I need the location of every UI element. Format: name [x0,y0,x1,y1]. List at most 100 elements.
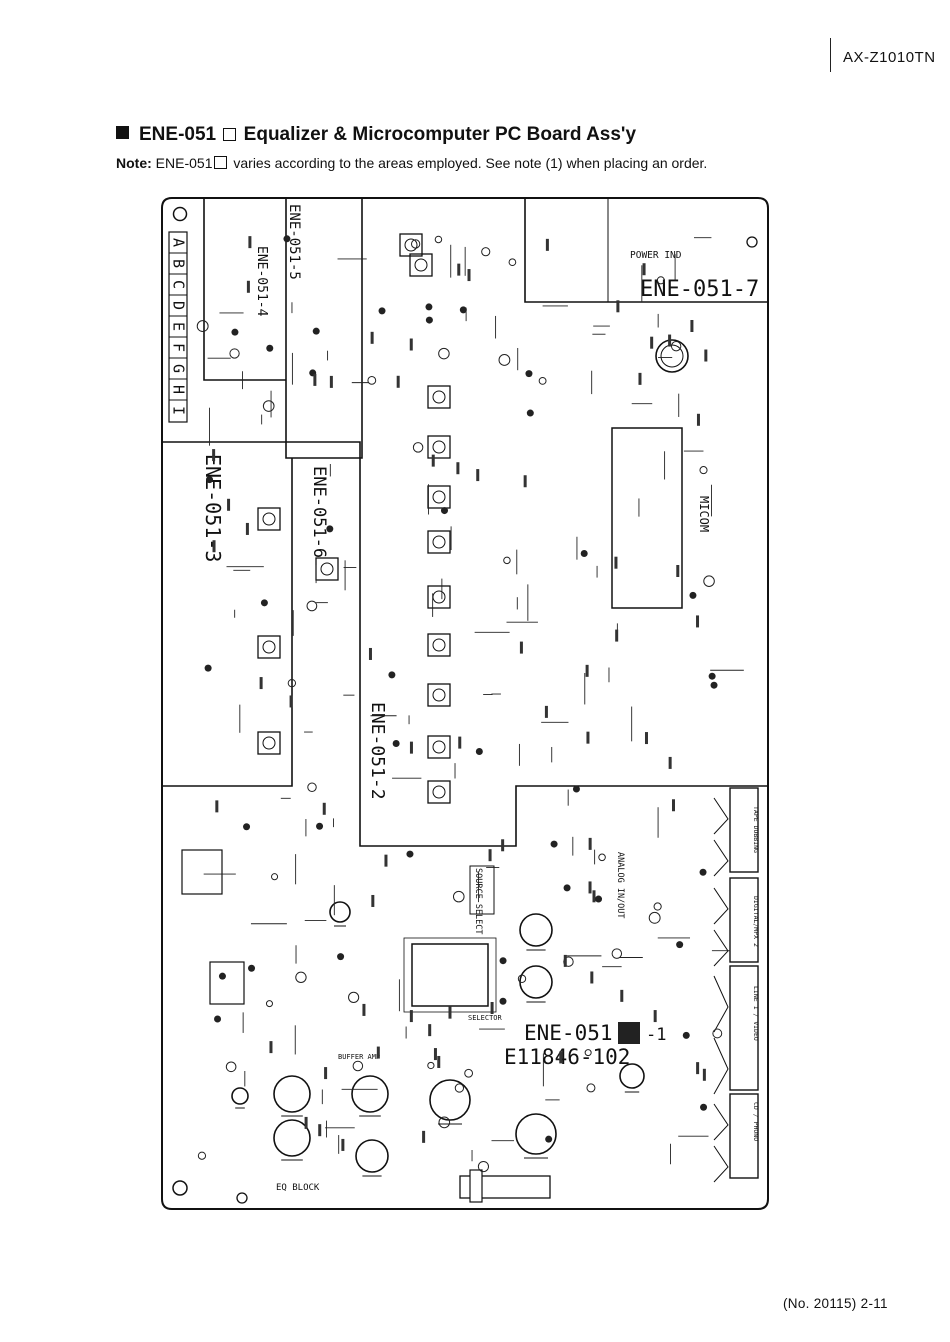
mounting-hole-icon [172,1180,188,1196]
resistor [245,522,249,535]
solder-pad [266,344,274,352]
resistor [545,238,549,251]
variant-box-icon [223,128,237,141]
resistor [644,732,648,745]
selector-ic [411,943,489,1007]
mounting-hole-icon [236,1192,248,1204]
resistor [642,263,646,276]
resistor [488,849,492,862]
solder-pad [580,550,588,558]
solder-pad [545,1135,553,1143]
sub-board-ene-051-3-outline [162,458,293,787]
tact-switch [427,633,451,657]
buffer-amp-label: BUFFER AMP [338,1053,380,1061]
resistor [704,349,708,362]
resistor [690,319,694,332]
section-title: ENE-051 Equalizer & Microcomputer PC Boa… [116,124,636,146]
resistor [696,615,700,628]
resistor [586,731,590,744]
note-variant-box-icon [214,156,228,169]
note-label: Note: [116,155,152,171]
solder-pad [708,672,716,680]
board-label-ene-051-6: ENE-051-6 [309,466,329,558]
small-component [670,341,682,352]
resistor [668,334,672,347]
electrolytic-capacitor [515,1113,557,1155]
solder-pad [260,599,268,607]
solder-pad [710,681,718,689]
resistor [616,300,620,313]
solder-pad [248,964,256,972]
bullet-square-icon [116,126,129,139]
resistor [370,331,374,344]
resistor [458,736,462,749]
resistor [431,454,435,467]
small-component [477,1160,490,1173]
resistor [313,373,317,386]
small-component [412,442,424,453]
analog-inout-label: ANALOG IN/OUT [615,852,625,919]
electrolytic-capacitor [351,1075,389,1113]
electrolytic-capacitor [619,1063,645,1089]
small-component [265,1000,273,1008]
tape-dubbing-label: TAPE DUBBING [752,806,760,853]
solder-pad [214,1015,222,1023]
resistor [212,449,216,462]
resistor [259,677,263,690]
small-component [348,991,360,1003]
resistor [362,1003,366,1016]
small-component [229,348,240,359]
tact-switch [399,233,423,257]
grid-letter: F [170,343,188,352]
resistor [409,338,413,351]
small-component [598,853,606,862]
resistor [409,1010,413,1023]
small-component [538,376,547,385]
small-component [295,971,307,984]
board-label-ene-051-4: ENE-051-4 [254,246,269,317]
solder-pad [563,884,571,892]
resistor [368,647,372,660]
resistor [590,971,594,984]
resistor [668,756,672,769]
solder-pad [425,316,433,324]
small-component [656,276,665,285]
title-board-code: ENE-051 [139,124,217,145]
relay-block [181,849,223,895]
small-component [481,247,491,257]
small-component [306,600,318,612]
solder-pad [526,409,534,417]
grid-letter: A [170,238,188,247]
power-ind-label: POWER IND [630,250,682,261]
small-component [367,375,377,385]
note-board-code: ENE-051 [155,155,213,171]
resistor [456,462,460,475]
power-led-icon [655,339,689,373]
solder-pad [550,840,558,848]
solder-pad [406,850,414,858]
resistor [696,413,700,426]
resistor [409,741,413,754]
tact-switch [257,731,281,755]
small-component [498,354,511,366]
eq-block-label: EQ BLOCK [276,1183,320,1193]
resistor [248,236,252,249]
small-component [648,911,661,924]
solder-pad [218,972,226,980]
solder-pad [316,822,324,830]
switch-column [257,233,451,804]
micom-ic [611,427,683,609]
rca-jack-block [729,1093,759,1179]
solder-pad [676,941,684,949]
solder-pad [699,868,707,876]
resistor [448,1006,452,1019]
electrolytic-capacitor [429,1079,471,1121]
mounting-hole-icon [746,236,758,248]
small-component [197,1151,207,1160]
small-component [712,1028,723,1039]
micom-label: MICOM [697,496,711,532]
resistor [620,989,624,1002]
resistor [650,336,654,349]
solder-pad [243,823,251,831]
solder-pad [337,953,345,961]
